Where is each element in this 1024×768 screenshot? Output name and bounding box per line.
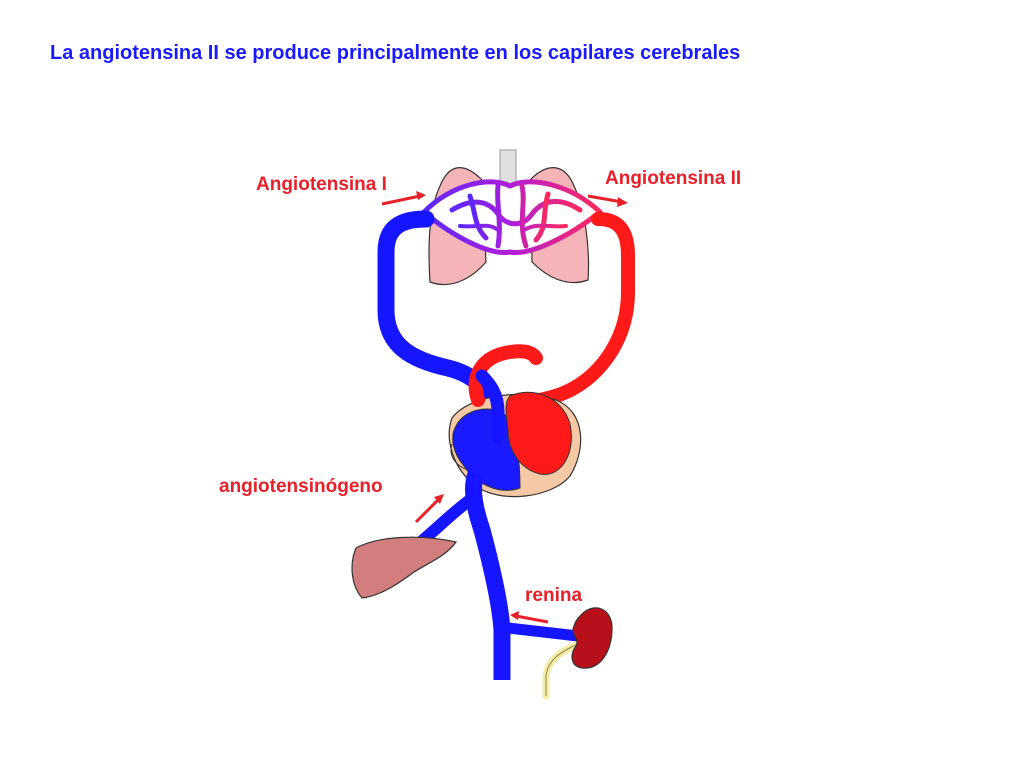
arrow-renin — [510, 611, 549, 624]
renal-vein-vessel — [502, 622, 584, 642]
label-angiotensin-2: Angiotensina II — [605, 168, 742, 189]
vena-cava-vessel — [465, 471, 511, 680]
label-renin: renina — [525, 585, 583, 606]
hepatic-vein-vessel — [408, 494, 476, 554]
label-angiotensinogen: angiotensinógeno — [219, 476, 383, 497]
arrow-angiotensinogen — [414, 494, 444, 524]
page-title: La angiotensina II se produce principalm… — [50, 42, 741, 64]
label-angiotensin-1: Angiotensina I — [256, 174, 387, 195]
heart-icon — [448, 344, 582, 498]
pulmonary-vein-vessel — [533, 212, 635, 407]
arrow-angiotensin-2 — [587, 194, 628, 207]
liver-icon — [351, 536, 458, 599]
pulmonary-capillaries — [421, 179, 603, 256]
kidney-icon — [571, 607, 613, 669]
arrow-angiotensin-1 — [381, 191, 426, 206]
